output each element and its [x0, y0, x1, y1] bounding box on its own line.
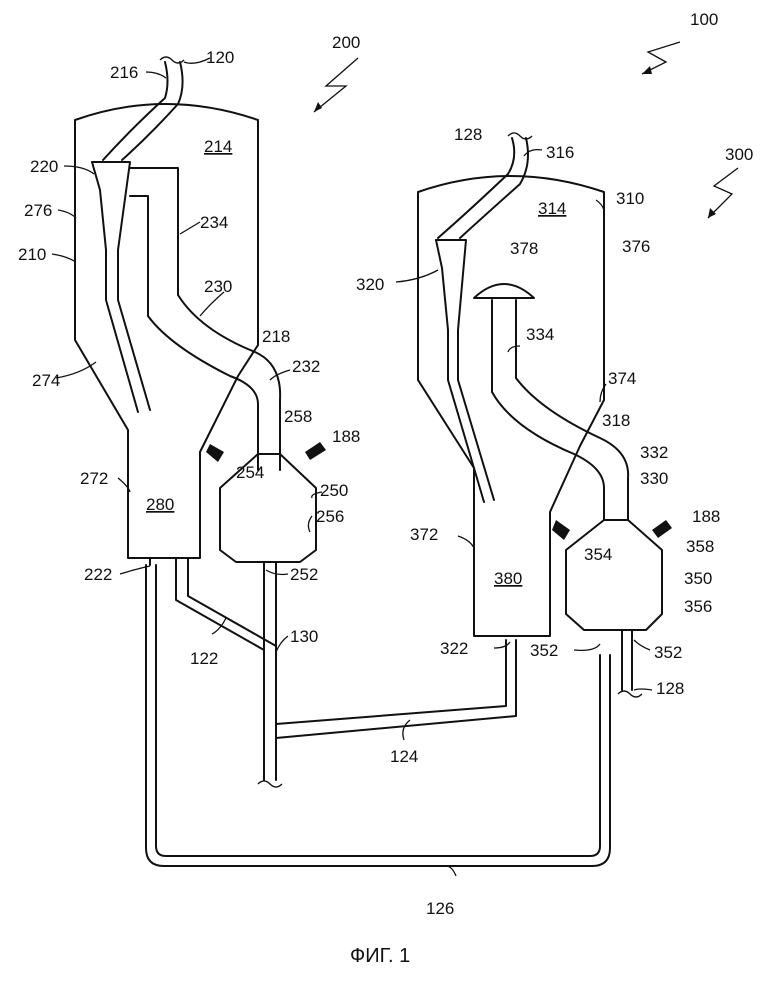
label-322: 322	[440, 639, 468, 658]
label-250: 250	[320, 481, 348, 500]
label-350: 350	[684, 569, 712, 588]
label-272: 272	[80, 469, 108, 488]
label-380: 380	[494, 569, 522, 588]
label-334: 334	[526, 325, 554, 344]
label-222: 222	[84, 565, 112, 584]
line-126-inner	[156, 565, 600, 856]
label-216: 216	[110, 63, 138, 82]
arrow-200-head	[314, 102, 322, 112]
figure-caption: ФИГ. 1	[350, 945, 410, 967]
label-376: 376	[622, 237, 650, 256]
label-330: 330	[640, 469, 668, 488]
label-100: 100	[690, 10, 718, 29]
label-124: 124	[390, 747, 418, 766]
label-234: 234	[200, 213, 228, 232]
label-358: 358	[686, 537, 714, 556]
label-258: 258	[284, 407, 312, 426]
label-374: 374	[608, 369, 636, 388]
cyclone-220-left	[92, 162, 138, 412]
cyclone-320-left	[436, 240, 484, 502]
label-188-b: 188	[692, 507, 720, 526]
label-300: 300	[725, 145, 753, 164]
arrow-100-head	[642, 66, 652, 74]
label-210: 210	[18, 245, 46, 264]
label-274: 274	[32, 371, 60, 390]
label-372: 372	[410, 525, 438, 544]
label-200: 200	[332, 33, 360, 52]
break-mark-128	[618, 691, 642, 697]
reference-arrows	[314, 42, 738, 218]
cyclone-320-right	[436, 240, 494, 500]
label-232: 232	[292, 357, 320, 376]
label-220: 220	[30, 157, 58, 176]
label-316: 316	[546, 143, 574, 162]
nozzle-188-right-300	[652, 520, 672, 538]
label-320: 320	[356, 275, 384, 294]
cap-378	[474, 284, 534, 298]
arrow-300-head	[708, 208, 716, 218]
label-120: 120	[206, 48, 234, 67]
nozzle-188-right	[305, 442, 326, 460]
line-124-upper	[276, 640, 506, 724]
label-276: 276	[24, 201, 52, 220]
label-214: 214	[204, 137, 232, 156]
arrow-200	[314, 58, 358, 112]
label-280: 280	[146, 495, 174, 514]
label-188-a: 188	[332, 427, 360, 446]
break-mark	[160, 57, 184, 63]
label-354: 354	[584, 545, 612, 564]
label-126: 126	[426, 899, 454, 918]
label-352-left: 352	[530, 641, 558, 660]
nozzle-188-left-300	[552, 520, 570, 540]
break-mark-130	[258, 781, 282, 787]
label-218: 218	[262, 327, 290, 346]
label-130: 130	[290, 627, 318, 646]
label-128-bottom: 128	[656, 679, 684, 698]
label-122: 122	[190, 649, 218, 668]
label-128-top: 128	[454, 125, 482, 144]
label-256: 256	[316, 507, 344, 526]
label-314: 314	[538, 199, 566, 218]
vessel-250	[220, 454, 316, 562]
label-332: 332	[640, 443, 668, 462]
label-356: 356	[684, 597, 712, 616]
label-352-right: 352	[654, 643, 682, 662]
line-124-lower	[276, 640, 516, 738]
label-318: 318	[602, 411, 630, 430]
vessel-350	[566, 520, 662, 630]
line-122a	[176, 558, 264, 650]
nozzle-188-left	[206, 444, 224, 462]
label-230: 230	[204, 277, 232, 296]
label-252: 252	[290, 565, 318, 584]
label-378: 378	[510, 239, 538, 258]
label-310: 310	[616, 189, 644, 208]
label-254: 254	[236, 463, 264, 482]
pipe-234-lower	[130, 196, 258, 454]
